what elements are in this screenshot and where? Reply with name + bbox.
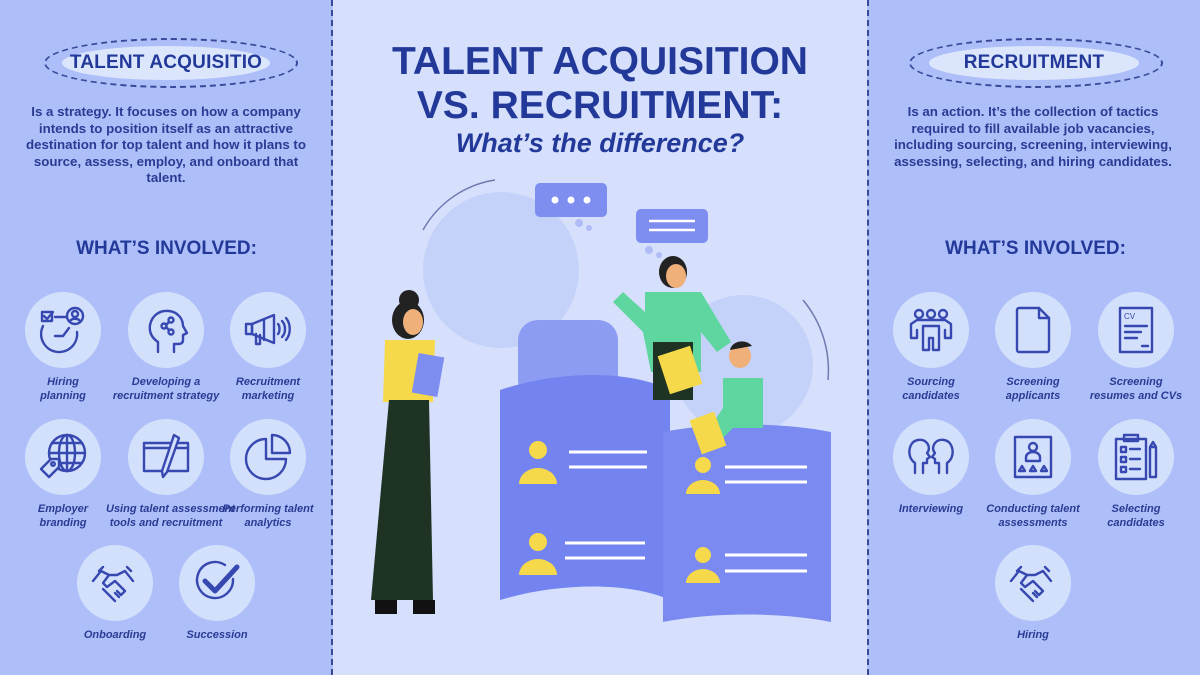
whats-involved-heading: WHAT’S INVOLVED: <box>76 238 257 259</box>
icon-circle <box>128 419 204 495</box>
people-group-icon <box>909 308 953 352</box>
icon-circle <box>1098 419 1174 495</box>
page-title: TALENT ACQUISITION VS. RECRUITMENT: <box>333 40 867 128</box>
background-circle <box>423 192 579 348</box>
svg-text:CV: CV <box>1124 312 1136 321</box>
icon-circle <box>995 292 1071 368</box>
chat-bubble-lines-icon <box>636 209 708 258</box>
icon-circle <box>995 545 1071 621</box>
recruitment-heading: RECRUITMENT <box>929 46 1139 80</box>
icon-circle <box>25 292 101 368</box>
document-icon <box>1015 306 1051 354</box>
item-hiring: Hiring <box>973 545 1093 643</box>
checkmark-circle-icon <box>195 560 240 600</box>
icon-circle <box>230 419 306 495</box>
two-heads-icon <box>908 438 954 475</box>
title-line-1: TALENT ACQUISITION <box>392 40 808 83</box>
person-standing <box>371 290 445 614</box>
heading-dashed-ring <box>44 38 298 88</box>
rating-card-icon <box>1013 435 1053 479</box>
item-succession: Succession <box>157 545 277 643</box>
head-strategy-icon <box>148 309 189 354</box>
chat-bubble-dots-icon <box>535 183 607 231</box>
talent-acquisition-heading: TALENT ACQUISITIO <box>62 46 270 80</box>
item-label: Hiring <box>1017 629 1049 641</box>
whats-involved-heading: WHAT’S INVOLVED: <box>945 238 1126 259</box>
icon-circle <box>230 292 306 368</box>
pie-chart-icon <box>244 433 292 481</box>
megaphone-icon <box>244 313 291 346</box>
handshake-icon <box>91 565 135 603</box>
cv-icon: CV <box>1118 306 1154 354</box>
person-seated <box>689 341 763 455</box>
icon-circle: CV <box>1098 292 1174 368</box>
icon-circle <box>893 419 969 495</box>
hiring-planning-icon <box>39 306 85 354</box>
icon-circle <box>77 545 153 621</box>
page-subtitle: What’s the difference? <box>455 128 745 158</box>
item-label: Onboarding <box>83 629 147 641</box>
title-line-2: VS. RECRUITMENT: <box>416 84 784 127</box>
window-pen-icon <box>142 433 190 479</box>
person-presenting <box>613 256 731 400</box>
clipboard-checklist-icon <box>1114 433 1158 481</box>
talent-acquisition-description: Is a strategy. It focuses on how a compa… <box>26 104 306 185</box>
item-onboarding: Onboarding <box>55 545 175 643</box>
candidate-avatar-icon <box>519 441 720 583</box>
item-label: Succession <box>186 629 248 641</box>
icon-circle <box>25 419 101 495</box>
icon-circle <box>128 292 204 368</box>
icon-circle <box>179 545 255 621</box>
globe-tag-icon <box>39 433 87 479</box>
item-label: Interviewing <box>898 503 964 515</box>
heading-dashed-ring <box>909 38 1163 88</box>
icon-circle <box>893 292 969 368</box>
team-illustration <box>371 179 831 622</box>
candidate-card <box>663 424 831 622</box>
recruitment-description: Is an action. It’s the collection of tac… <box>894 104 1172 169</box>
item-interviewing: Interviewing <box>871 419 991 517</box>
handshake-icon <box>1009 565 1053 603</box>
icon-circle <box>995 419 1071 495</box>
